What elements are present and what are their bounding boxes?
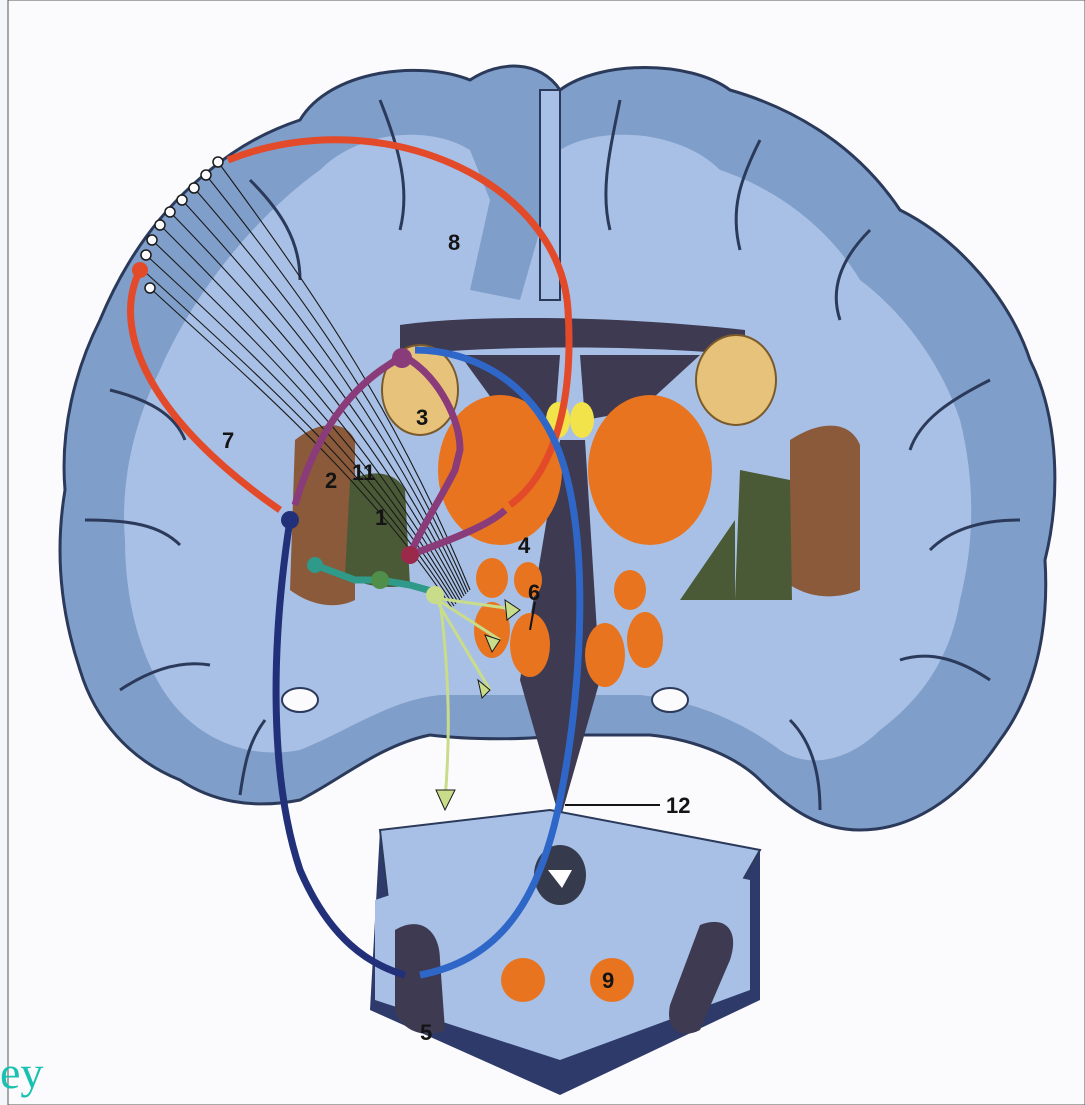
purple-terminal <box>401 546 419 564</box>
label-6: 6 <box>528 580 540 605</box>
sulcus-cutout-left <box>282 688 318 712</box>
label-4: 4 <box>518 533 531 558</box>
red-origin <box>132 262 148 278</box>
label-5: 5 <box>420 1020 432 1045</box>
purple-node <box>392 348 412 368</box>
edge-text-fragment: ey <box>0 1050 43 1096</box>
navy-origin <box>281 511 299 529</box>
label-8: 8 <box>448 230 460 255</box>
putamen-right <box>790 426 860 597</box>
thalamus-right <box>588 395 712 545</box>
label-1: 1 <box>375 505 387 530</box>
globus-pallidus-right <box>735 470 792 600</box>
fornix-right <box>570 402 594 438</box>
label-3: 3 <box>416 405 428 430</box>
label-2: 2 <box>325 468 337 493</box>
brainstem-nucleus-left <box>501 958 545 1002</box>
sulcus-cutout-right <box>652 688 688 712</box>
green-node <box>371 571 389 589</box>
label-11: 11 <box>352 460 375 485</box>
teal-node <box>307 557 323 573</box>
caudate-right <box>696 335 776 425</box>
label-12: 12 <box>666 793 690 818</box>
label-9: 9 <box>602 968 614 993</box>
label-7: 7 <box>222 428 234 453</box>
